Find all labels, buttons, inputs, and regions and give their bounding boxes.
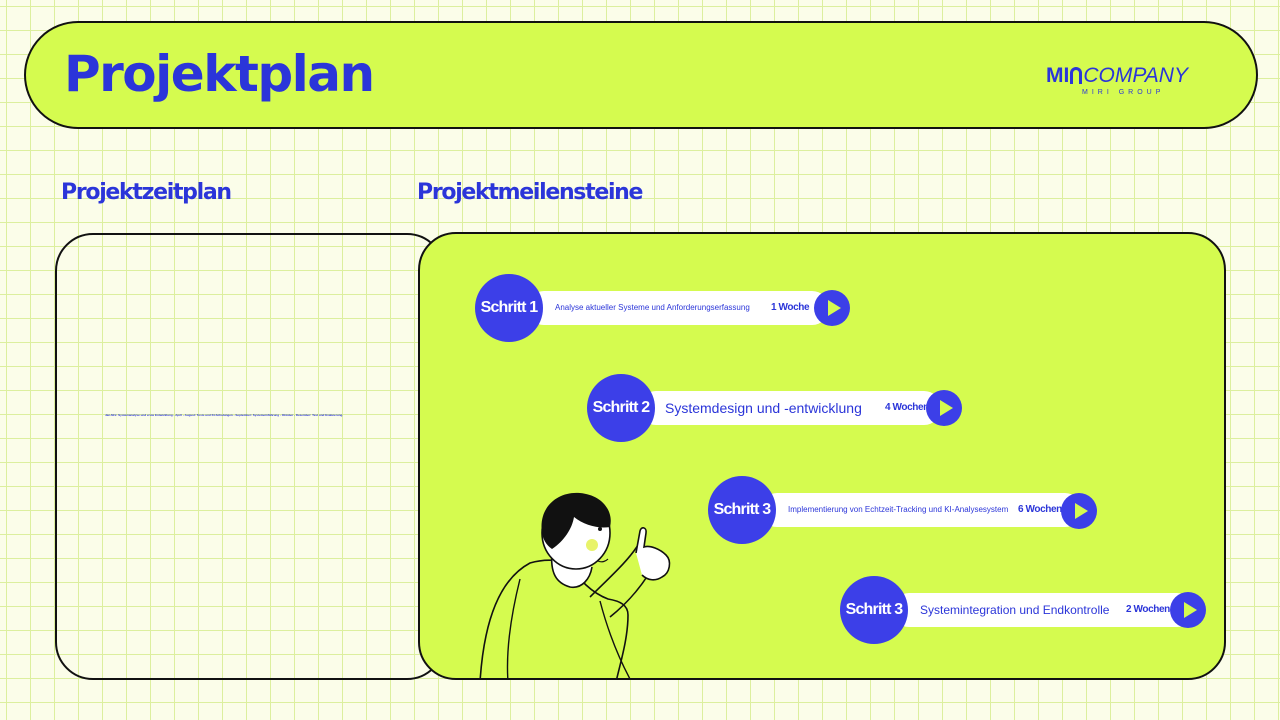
- step-duration: 4 Wochen: [885, 402, 929, 413]
- step-description: Systemintegration und Endkontrolle: [920, 603, 1110, 617]
- milestone-step: Systemintegration und Endkontrolle 2 Woc…: [840, 576, 1220, 644]
- pointing-character-illustration: [479, 492, 671, 678]
- step-badge: Schritt 2: [587, 374, 655, 442]
- step-description: Implementierung von Echtzeit-Tracking un…: [788, 505, 1009, 514]
- company-logo: MI COMPANY MIRI GROUP: [1046, 63, 1216, 103]
- step-description: Analyse aktueller Systeme und Anforderun…: [555, 303, 750, 312]
- logo-company: COMPANY: [1083, 64, 1188, 87]
- play-icon[interactable]: [926, 390, 962, 426]
- milestones-panel: Analyse aktueller Systeme und Anforderun…: [418, 232, 1226, 680]
- step-bar: Implementierung von Echtzeit-Tracking un…: [760, 493, 1082, 527]
- step-duration: 1 Woche: [771, 302, 810, 313]
- play-icon[interactable]: [1170, 592, 1206, 628]
- play-icon[interactable]: [1061, 493, 1097, 529]
- step-duration: 6 Wochen: [1018, 504, 1062, 515]
- step-bar: Analyse aktueller Systeme und Anforderun…: [527, 291, 829, 325]
- page-title: Projektplan: [64, 45, 375, 103]
- milestone-step: Analyse aktueller Systeme und Anforderun…: [475, 274, 855, 342]
- logo-wordmark: MI COMPANY: [1046, 63, 1188, 89]
- timeline-panel: Jan-Mrz: Systemanalyse und erste Entwick…: [55, 233, 445, 680]
- step-badge: Schritt 1: [475, 274, 543, 342]
- logo-mark: MI: [1046, 64, 1070, 87]
- step-bar: Systemintegration und Endkontrolle 2 Woc…: [892, 593, 1194, 627]
- logo-subtitle: MIRI GROUP: [1082, 89, 1165, 96]
- timeline-text: Jan-Mrz: Systemanalyse und erste Entwick…: [105, 413, 343, 417]
- milestone-step: Implementierung von Echtzeit-Tracking un…: [708, 476, 1108, 544]
- step-bar: Systemdesign und -entwicklung 4 Wochen: [639, 391, 941, 425]
- milestone-step: Systemdesign und -entwicklung 4 Wochen S…: [587, 374, 967, 442]
- step-badge: Schritt 3: [840, 576, 908, 644]
- milestones-heading: Projektmeilensteine: [417, 180, 643, 205]
- play-icon[interactable]: [814, 290, 850, 326]
- logo-arch-icon: [1070, 67, 1083, 84]
- step-badge: Schritt 3: [708, 476, 776, 544]
- timeline-heading: Projektzeitplan: [61, 180, 232, 205]
- header-bar: Projektplan MI COMPANY MIRI GROUP: [24, 21, 1258, 129]
- step-duration: 2 Wochen: [1126, 604, 1170, 615]
- step-description: Systemdesign und -entwicklung: [665, 400, 862, 416]
